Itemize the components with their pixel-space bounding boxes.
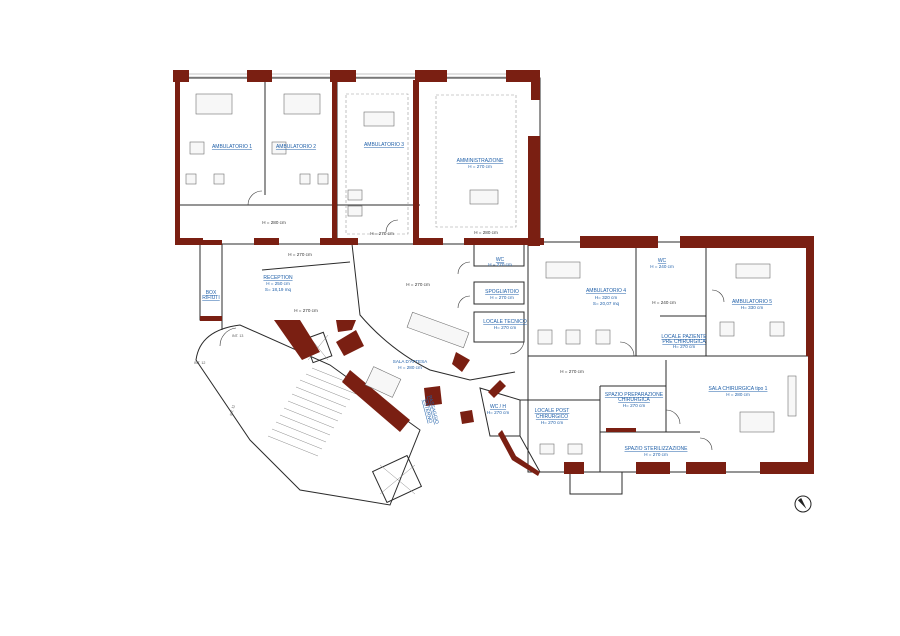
room-label-line2: CHIRURGICO bbox=[536, 414, 568, 420]
plan-outlines bbox=[177, 73, 813, 495]
room-height: H = 270 cm bbox=[468, 164, 492, 169]
height-label: H = 270 cm bbox=[288, 252, 312, 257]
height-label: H = 280 cm bbox=[262, 220, 286, 225]
room-height: H = 240 cm bbox=[650, 264, 674, 269]
room-height: H= 270 cm bbox=[487, 410, 510, 415]
room-height: H = 280 cm bbox=[398, 365, 422, 370]
room-label: SPAZIO STERILIZZAZIONE bbox=[625, 446, 689, 452]
room-height: H = 250 cm bbox=[266, 281, 290, 286]
room-label: AMBULATORIO 2 bbox=[276, 144, 316, 150]
height-label: H = 270 cm bbox=[294, 308, 318, 313]
room-label: AMBULATORIO 1 bbox=[212, 144, 252, 150]
room-label: LOCALE PAZIENTE bbox=[661, 334, 707, 340]
room-label-line2: CHIRURGICA bbox=[618, 397, 650, 403]
north-arrow-icon bbox=[794, 495, 812, 513]
room-label-line2: RIFIUTI bbox=[202, 295, 220, 301]
room-label: WC / H bbox=[490, 404, 506, 410]
room-label-line2: PRE CHIRURGICA bbox=[662, 339, 706, 345]
room-height: H= 270 cm bbox=[541, 420, 564, 425]
room-height: H = 270 cm bbox=[644, 452, 668, 457]
room-label: AMBULATORIO 4 bbox=[586, 288, 626, 294]
room-label: AMBULATORIO 3 bbox=[364, 142, 404, 148]
height-label: H = 270 cm bbox=[370, 231, 394, 236]
room-height: H= 270 cm bbox=[623, 403, 646, 408]
room-label: BOX bbox=[206, 290, 217, 296]
height-label: H = 240 cm bbox=[652, 300, 676, 305]
room-label: AMMINISTRAZIONE bbox=[457, 158, 504, 164]
room-height: H = 280 cm bbox=[726, 392, 750, 397]
room-label: SALA CHIRURGICA tipo 1 bbox=[709, 386, 768, 392]
height-label: H = 280 cm bbox=[474, 230, 498, 235]
stair-label: INT. 11 bbox=[229, 404, 236, 416]
stair-label: INT. 12 bbox=[194, 361, 205, 365]
doors bbox=[219, 190, 725, 451]
room-height: H = 270 cm bbox=[488, 262, 512, 267]
room-area: S= 20,07 mq bbox=[593, 301, 620, 306]
room-label: LOCALE TECNICO bbox=[483, 319, 527, 325]
room-height: H= 330 cm bbox=[741, 305, 764, 310]
height-label: H = 270 cm bbox=[560, 369, 584, 374]
room-label: AMBULATORIO 5 bbox=[732, 299, 772, 305]
room-height: H= 270 cm bbox=[673, 344, 696, 349]
room-area: S= 18,19 mq bbox=[265, 287, 292, 292]
room-label: SALA D'ATTESA bbox=[393, 359, 428, 364]
stairwell bbox=[195, 324, 423, 506]
room-height: H= 270 cm bbox=[494, 325, 517, 330]
height-label: H = 270 cm bbox=[406, 282, 430, 287]
stair-label: INT. 13 bbox=[232, 334, 243, 338]
room-label: LOCALE POST bbox=[535, 408, 570, 414]
room-label: RECEPTION bbox=[263, 275, 293, 281]
room-height: H= 320 cm bbox=[595, 295, 618, 300]
height-labels: H = 280 cm H = 270 cm H = 280 cm H = 270… bbox=[262, 220, 676, 374]
stair-labels: INT. 13 INT. 12 INT. 11 bbox=[194, 334, 243, 416]
room-label: WC bbox=[658, 258, 667, 264]
room-height: H = 270 cm bbox=[490, 295, 514, 300]
room-label: SPOGLIATOIO bbox=[485, 289, 519, 295]
room-labels: AMBULATORIO 1 AMBULATORIO 2 AMBULATORIO … bbox=[202, 142, 772, 457]
room-label: SPAZIO PREPARAZIONE bbox=[605, 392, 664, 398]
walls bbox=[173, 70, 814, 476]
room-label: WC bbox=[496, 257, 505, 263]
furniture bbox=[185, 93, 797, 455]
